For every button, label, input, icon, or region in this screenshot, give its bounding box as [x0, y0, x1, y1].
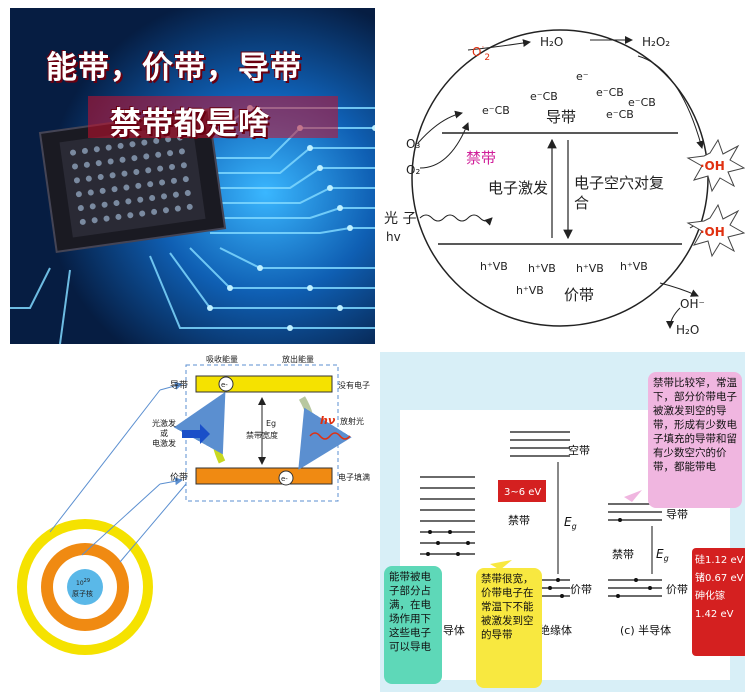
valence-band-label: 价带 — [170, 472, 188, 483]
oh-radical-2: ·OH — [700, 225, 725, 239]
hv-label: hv — [386, 230, 401, 244]
photocatalysis-diagram: O·2 H₂O H₂O₂ O₃ O₂ e⁻ e⁻CB e⁻CB e⁻CB e⁻C… — [380, 8, 745, 344]
h2o-top: H₂O — [540, 35, 563, 49]
banner-title-line2: 禁带都是啥 — [110, 106, 270, 142]
conductor-note: 能带被电子部分占满，在电场作用下这些电子可以导电 — [384, 566, 442, 684]
e-cb-label: e⁻CB — [530, 90, 558, 103]
nucleus — [67, 569, 103, 605]
eg-insulator: Eg — [564, 515, 577, 531]
burst-2 — [686, 203, 745, 258]
oh-radical-1: ·OH — [700, 159, 725, 173]
valence-band-label: 价带 — [564, 286, 594, 304]
e-cb-label: e⁻ — [576, 70, 589, 83]
semiconductor-note: 禁带比较窄，常温下，部分价带电子被激发到空的导带，形成有少数电子填充的导带和留有… — [648, 372, 742, 508]
material-gap-box: 硅1.12 eV 锗0.67 eV 砷化镓 1.42 eV — [692, 548, 745, 656]
electro-excite-label: 电激发 — [152, 438, 176, 448]
o3-label: O₃ — [406, 137, 420, 151]
gaas-label: 砷化镓 — [695, 591, 725, 602]
o2-label: O₂ — [406, 163, 420, 177]
o2-radical: O·2 — [472, 43, 490, 63]
excitation-label: 电子激发 — [488, 179, 548, 197]
forbidden-band-1: 禁带 — [508, 514, 530, 527]
valence-band-2: 价带 — [666, 583, 688, 596]
valence-band-bar — [195, 467, 333, 485]
conductor-bands — [420, 476, 475, 555]
no-electron-label: 没有电子 — [338, 380, 370, 390]
e-cb-label: e⁻CB — [596, 86, 624, 99]
photon-wave — [419, 214, 493, 226]
conduction-band-bar — [195, 375, 333, 393]
gaas-gap: 1.42 eV — [695, 609, 734, 620]
excite-arrow-icon — [182, 424, 210, 444]
conduction-band-label: 导带 — [170, 380, 188, 391]
h2o-bottom: H₂O — [676, 323, 699, 337]
e-cb-label: e⁻CB — [482, 104, 510, 117]
e-cb-label: e⁻CB — [606, 108, 634, 121]
burst-1 — [686, 138, 745, 193]
particle-circle — [411, 29, 709, 327]
photo-excite-label: 光激发 — [152, 418, 176, 428]
recombination-label-2: 合 — [574, 194, 589, 212]
h-vb-label: h⁺VB — [620, 260, 648, 273]
h-vb-label: h⁺VB — [480, 260, 508, 273]
valence-band-1: 价带 — [570, 583, 592, 596]
h-vb-label: h⁺VB — [516, 284, 544, 297]
forbidden-band-label: 禁带 — [466, 149, 496, 167]
oh-minus: OH⁻ — [680, 297, 705, 311]
eg-label: Eg — [266, 419, 276, 428]
electron-2: e- — [281, 475, 288, 483]
conduction-band-label: 导带 — [666, 508, 688, 521]
h-vb-label: h⁺VB — [576, 262, 604, 275]
label-semiconductor: (c) 半导体 — [620, 623, 671, 637]
gap-value-badge: 3~6 eV — [504, 487, 541, 498]
atomic-band-diagram: e- e- 吸收能量 放出能量 导带 价带 没有电子 电子填满 光激发 或 电激… — [10, 352, 375, 692]
band-gap-label: 禁带宽度 — [246, 430, 278, 440]
photocatalysis-svg: O·2 H₂O H₂O₂ O₃ O₂ e⁻ e⁻CB e⁻CB e⁻CB e⁻C… — [384, 29, 745, 337]
photon-label: 光 子 — [384, 211, 416, 227]
nucleus-exponent: 1029 — [76, 578, 90, 587]
ge-gap: 锗0.67 eV — [695, 573, 744, 584]
h2o2-top: H₂O₂ — [642, 35, 670, 49]
electron-filled-label: 电子填满 — [338, 472, 370, 482]
nucleus-label: 原子核 — [72, 589, 93, 598]
conduction-band-label: 导带 — [546, 108, 576, 126]
insulator-note: 禁带很宽，价带电子在常温下不能被激发到空的导带 — [476, 568, 542, 688]
si-gap: 硅1.12 eV — [695, 555, 744, 566]
or-label: 或 — [160, 428, 168, 438]
recombination-label: 电子空穴对复 — [574, 174, 664, 192]
hv-label: hν — [320, 414, 336, 427]
emission-wave — [309, 432, 351, 440]
electron-1: e- — [221, 381, 228, 389]
empty-band-label: 空带 — [568, 443, 590, 457]
chip-icon — [38, 108, 227, 253]
emit-light-label: 放射光 — [340, 416, 364, 426]
atomic-band-svg: e- e- 吸收能量 放出能量 导带 价带 没有电子 电子填满 光激发 或 电激… — [17, 354, 370, 655]
circuit-background — [10, 8, 375, 344]
eg-semiconductor: Eg — [656, 547, 669, 563]
e-cb-label: e⁻CB — [628, 96, 656, 109]
forbidden-band-2: 禁带 — [612, 548, 634, 561]
circuit-banner: 能带，价带，导带 禁带都是啥 — [10, 8, 375, 344]
release-energy: 放出能量 — [282, 354, 314, 364]
absorb-energy: 吸收能量 — [206, 354, 238, 364]
banner-title-line1: 能带，价带，导带 — [46, 50, 302, 86]
band-comparison-diagram: 空带 禁带 Eg 价带 导带 禁带 Eg 价带 3~6 eV (a) 导体 (b… — [380, 352, 745, 692]
h-vb-label: h⁺VB — [528, 262, 556, 275]
